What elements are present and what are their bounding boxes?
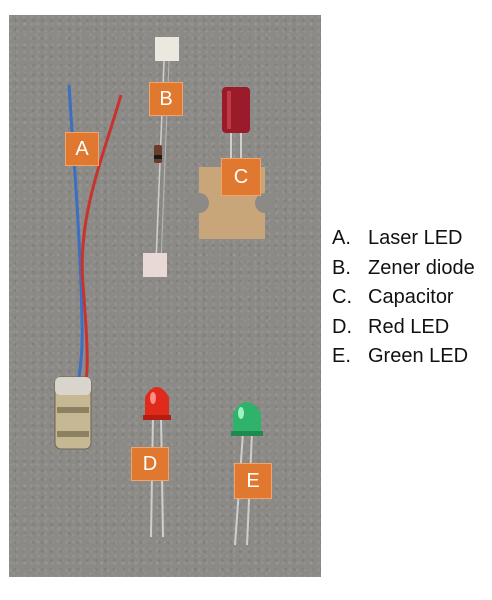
legend-item: E. Green LED <box>332 342 492 372</box>
legend-letter: A. <box>332 227 351 250</box>
legend-text: Green LED <box>368 345 469 368</box>
legend-letter: B. <box>332 256 351 279</box>
legend-item: C. Capacitor <box>332 283 492 313</box>
legend-text: Zener diode <box>368 256 475 279</box>
legend-item: B. Zener diode <box>332 254 492 284</box>
label-tag-b: B <box>149 82 183 116</box>
label-tag-e: E <box>234 463 272 499</box>
green-led-body <box>233 402 261 433</box>
legend-text: Capacitor <box>368 286 454 309</box>
laser-led-red-wire <box>80 94 123 388</box>
components-illustration <box>54 37 275 546</box>
legend-item: A. Laser LED <box>332 224 492 254</box>
legend-text: Laser LED <box>368 227 463 250</box>
component-photo: A B C D E <box>9 15 321 577</box>
label-tag-a: A <box>65 132 99 166</box>
component-legend: A. Laser LED B. Zener diode C. Capacitor… <box>332 224 492 372</box>
legend-item: D. Red LED <box>332 313 492 343</box>
capacitor-body <box>222 87 250 133</box>
legend-letter: D. <box>332 315 352 338</box>
red-led-body <box>145 387 169 417</box>
zener-tape-bottom <box>143 253 167 277</box>
legend-text: Red LED <box>368 315 450 338</box>
label-tag-d: D <box>131 447 169 481</box>
legend-letter: E. <box>332 345 351 368</box>
label-tag-c: C <box>221 158 261 196</box>
laser-led-blue-wire <box>67 84 84 388</box>
legend-letter: C. <box>332 286 352 309</box>
zener-tape-top <box>155 37 179 61</box>
zener-body <box>154 145 162 163</box>
